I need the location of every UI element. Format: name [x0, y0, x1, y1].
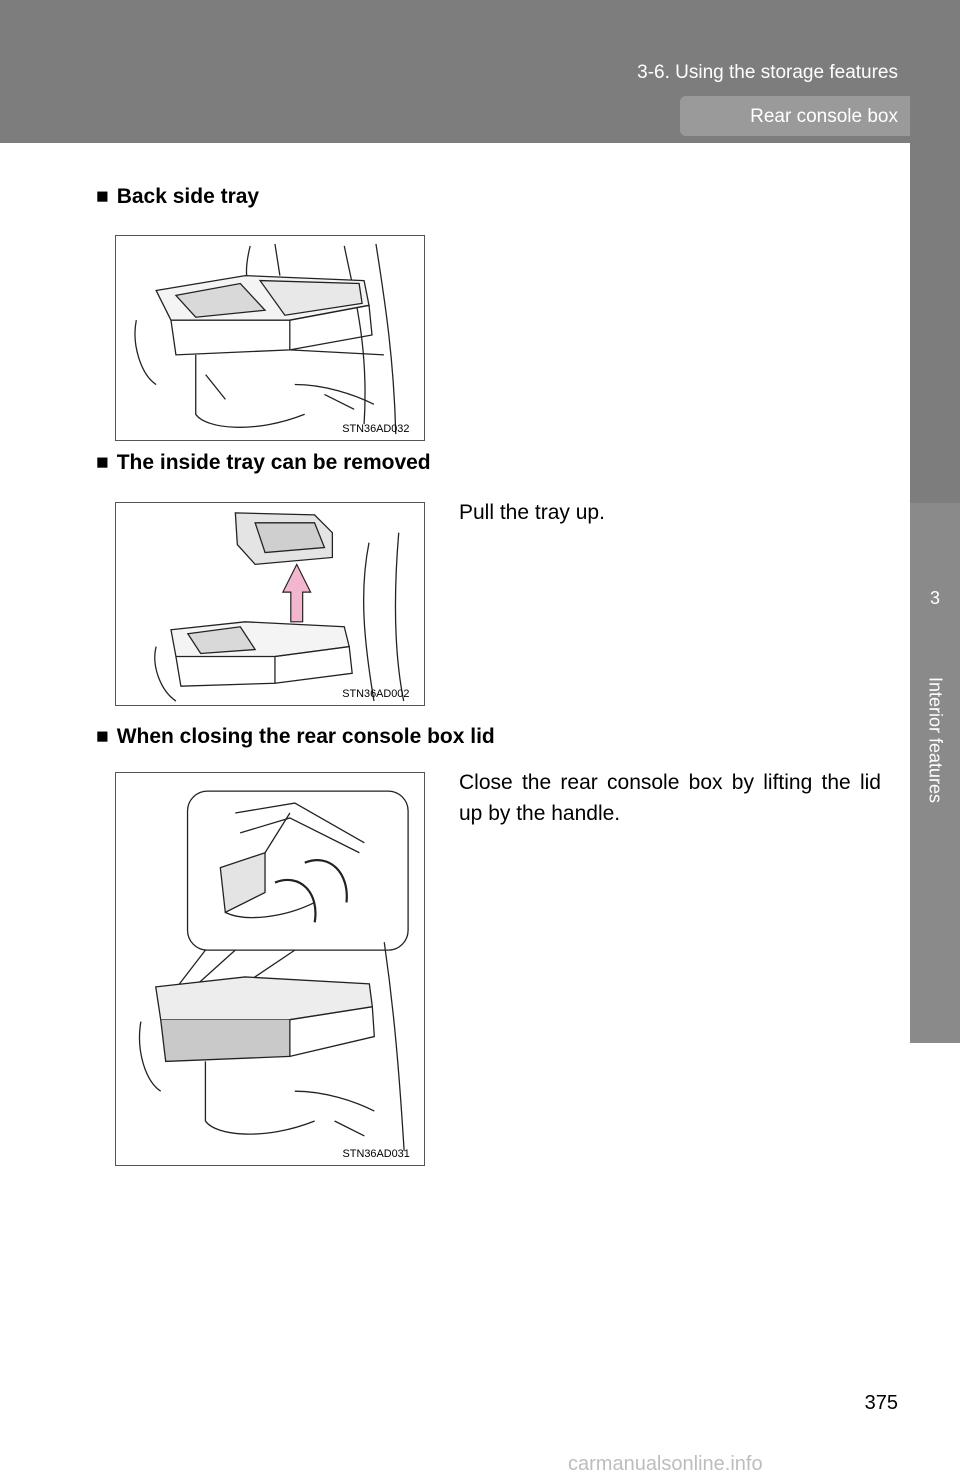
bullet-square-icon: ■ [96, 451, 109, 474]
subsection-tab [680, 96, 910, 136]
figure-code: STN36AD031 [343, 1148, 410, 1160]
tray-removal-illustration-icon: STN36AD002 [154, 512, 409, 702]
chapter-number: 3 [929, 588, 940, 608]
up-arrow-icon [281, 563, 312, 623]
figure-closing-lid: STN36AD031 [115, 772, 425, 1166]
figure-inside-tray: STN36AD002 [115, 502, 425, 706]
instruction-text: Close the rear console box by lifting th… [459, 771, 881, 825]
console-illustration-icon: STN36AD032 [134, 243, 409, 435]
section-title: 3-6. Using the storage features [637, 62, 898, 83]
chapter-side-tab-top [910, 143, 960, 503]
bullet-square-icon: ■ [96, 185, 109, 208]
watermark: carmanualsonline.info [568, 1453, 763, 1475]
heading-inside-tray: ■ The inside tray can be removed [96, 451, 431, 475]
heading-text: The inside tray can be removed [116, 451, 431, 474]
page-number: 375 [864, 1392, 898, 1414]
heading-closing-lid: ■ When closing the rear console box lid [96, 725, 495, 749]
figure-back-side-tray: STN36AD032 [115, 235, 425, 441]
figure-code: STN36AD002 [342, 688, 409, 700]
heading-text: Back side tray [116, 185, 260, 208]
figure-code: STN36AD032 [342, 423, 409, 435]
subsection-title: Rear console box [750, 106, 898, 127]
lid-closing-illustration-icon: STN36AD031 [138, 790, 410, 1160]
instruction-text: Pull the tray up. [459, 501, 605, 524]
heading-back-side-tray: ■ Back side tray [96, 185, 259, 209]
heading-text: When closing the rear console box lid [116, 725, 495, 748]
bullet-square-icon: ■ [96, 725, 109, 748]
chapter-label: Interior features [925, 676, 946, 804]
